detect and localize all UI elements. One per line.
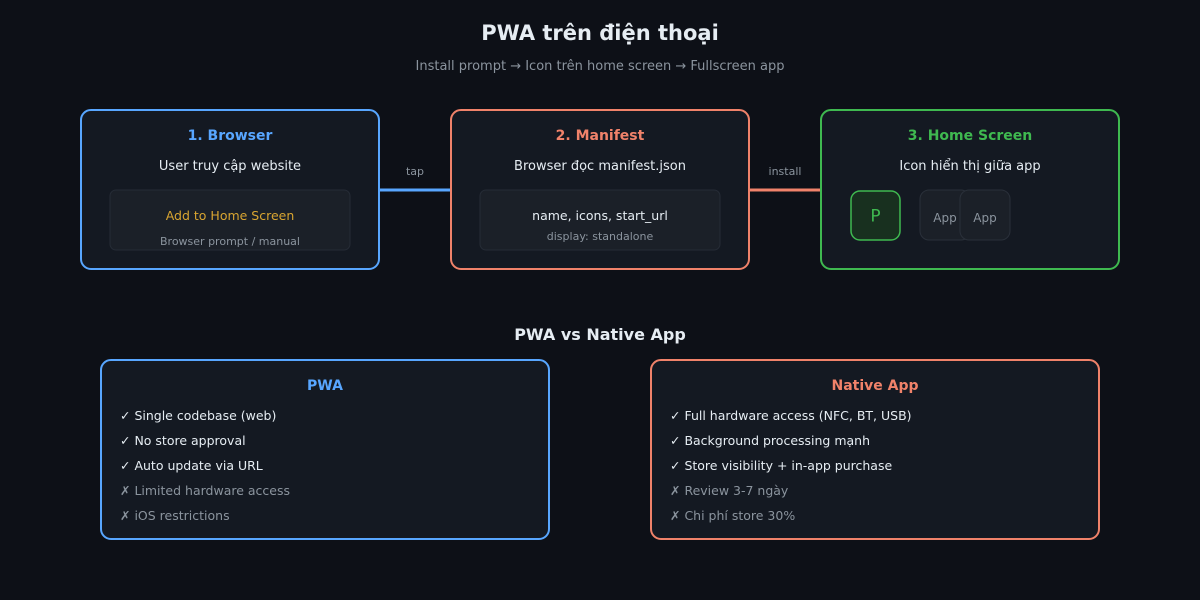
manifest-card-desc: Browser đọc manifest.json bbox=[514, 159, 686, 174]
browser-prompt-label: Browser prompt / manual bbox=[160, 235, 300, 248]
manifest-fields-box bbox=[479, 189, 721, 251]
pwa-panel: PWA ✓ Single codebase (web) ✓ No store a… bbox=[100, 359, 550, 540]
native-panel-title: Native App bbox=[831, 378, 918, 394]
pwa-pro-1: ✓ Single codebase (web) bbox=[120, 408, 276, 423]
browser-card-desc: User truy cập website bbox=[159, 159, 301, 174]
native-con-2: ✗ Chi phí store 30% bbox=[670, 508, 795, 523]
native-panel: Native App ✓ Full hardware access (NFC, … bbox=[650, 359, 1100, 540]
native-pro-2: ✓ Background processing mạnh bbox=[670, 433, 870, 448]
home-screen-card: 3. Home Screen Icon hiển thị giữa app P … bbox=[820, 109, 1120, 270]
page-title: PWA trên điện thoại bbox=[481, 21, 719, 45]
home-screen-card-title: 3. Home Screen bbox=[908, 128, 1032, 144]
manifest-card: 2. Manifest Browser đọc manifest.json na… bbox=[450, 109, 750, 270]
pwa-panel-title: PWA bbox=[307, 378, 343, 394]
app-icon-2: App bbox=[959, 189, 1011, 241]
pwa-app-icon-box bbox=[850, 190, 901, 241]
manifest-display-label: display: standalone bbox=[547, 230, 654, 243]
home-screen-card-desc: Icon hiển thị giữa app bbox=[899, 159, 1040, 174]
pwa-app-icon: P bbox=[850, 190, 901, 241]
app-icon-2-label: App bbox=[973, 211, 996, 225]
native-pro-1: ✓ Full hardware access (NFC, BT, USB) bbox=[670, 408, 912, 423]
native-con-1: ✗ Review 3-7 ngày bbox=[670, 483, 789, 498]
native-pro-3: ✓ Store visibility + in-app purchase bbox=[670, 458, 892, 473]
manifest-card-title: 2. Manifest bbox=[556, 128, 645, 144]
app-icon-1-label: App bbox=[933, 211, 956, 225]
pwa-pro-3: ✓ Auto update via URL bbox=[120, 458, 263, 473]
pwa-panel-box bbox=[100, 359, 550, 540]
browser-card: 1. Browser User truy cập website Add to … bbox=[80, 109, 380, 270]
add-to-home-box bbox=[109, 189, 351, 251]
manifest-fields-label: name, icons, start_url bbox=[532, 208, 668, 223]
pwa-con-2: ✗ iOS restrictions bbox=[120, 508, 230, 523]
native-panel-box bbox=[650, 359, 1100, 540]
browser-card-title: 1. Browser bbox=[188, 128, 273, 144]
app-icon-2-box bbox=[959, 189, 1011, 241]
page-subtitle: Install prompt → Icon trên home screen →… bbox=[416, 59, 785, 74]
app-icon-1: App bbox=[919, 189, 971, 241]
pwa-app-icon-letter: P bbox=[870, 207, 880, 227]
pwa-pro-2: ✓ No store approval bbox=[120, 433, 246, 448]
pwa-con-1: ✗ Limited hardware access bbox=[120, 483, 290, 498]
connector-label-tap: tap bbox=[406, 165, 424, 178]
connector-label-install: install bbox=[769, 165, 802, 178]
comparison-title: PWA vs Native App bbox=[514, 325, 686, 344]
add-to-home-label: Add to Home Screen bbox=[166, 208, 295, 223]
